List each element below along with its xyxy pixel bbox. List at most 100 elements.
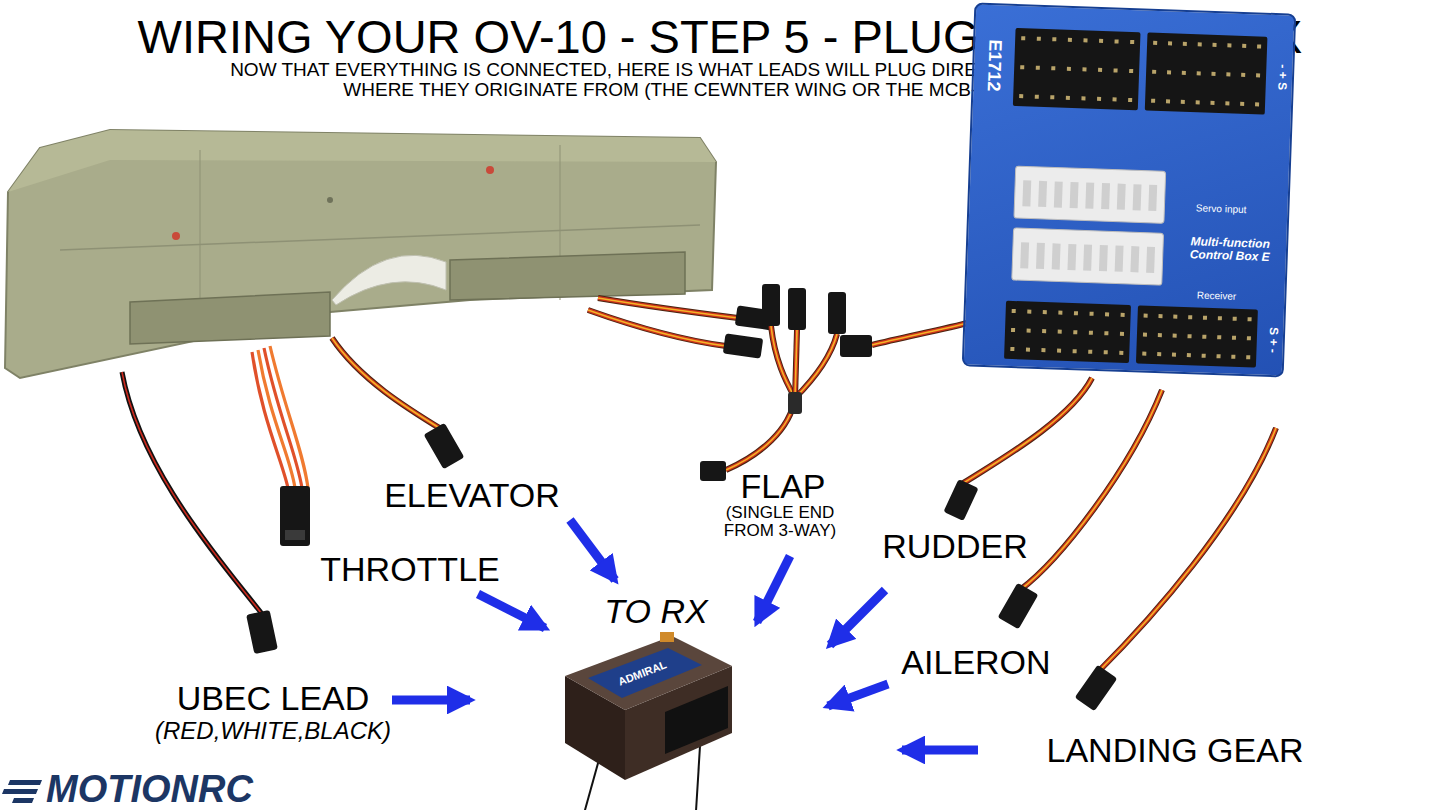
- pin: [1097, 97, 1101, 101]
- pin: [1088, 350, 1092, 354]
- pin: [1083, 38, 1087, 42]
- antenna: [580, 756, 600, 810]
- pointer-arrows-part: [478, 594, 545, 628]
- pin: [1227, 43, 1231, 47]
- box-output-leads-part: [962, 378, 1092, 484]
- pin: [1247, 317, 1251, 321]
- throttle-lead: [252, 346, 310, 546]
- y-harness-part: [726, 398, 795, 470]
- antenna-port: [660, 632, 674, 642]
- plug-slot: [1130, 246, 1139, 272]
- pin: [1119, 351, 1123, 355]
- plug-slot: [1133, 184, 1142, 210]
- plug-slot: [1146, 247, 1155, 273]
- lead-label: ELEVATOR: [384, 476, 560, 515]
- pin: [1021, 36, 1025, 40]
- flap-leads-part: [588, 310, 726, 346]
- pin: [1130, 40, 1134, 44]
- pin: [1167, 70, 1171, 74]
- y-harness: [700, 284, 846, 481]
- y-harness-part: [795, 334, 837, 398]
- box-lead-part: [872, 322, 972, 345]
- plug-slot: [1038, 181, 1047, 207]
- pin: [1144, 314, 1148, 318]
- plug-slot: [1083, 244, 1092, 270]
- pin: [1036, 66, 1040, 70]
- pin: [1037, 37, 1041, 41]
- flap-leads-part: [598, 298, 738, 318]
- center-wing-part: [327, 197, 333, 203]
- box-lead-part: [840, 335, 872, 357]
- pin: [1121, 313, 1125, 317]
- pin: [1210, 101, 1214, 105]
- target-label: TO RX: [604, 592, 707, 631]
- pin: [1182, 71, 1186, 75]
- center-wing: [5, 130, 716, 378]
- pin: [1187, 353, 1191, 357]
- pin: [1026, 348, 1030, 352]
- logo-speed-lines-part: [8, 780, 42, 785]
- pin: [1241, 73, 1245, 77]
- pin: [1074, 311, 1078, 315]
- ubec-lead-part: [246, 610, 278, 654]
- plug-slot: [1020, 242, 1029, 268]
- pin-header: [1136, 305, 1258, 367]
- ubec-lead-part: [122, 372, 262, 614]
- y-harness-part: [828, 292, 846, 334]
- pin: [1073, 349, 1077, 353]
- plug-slot: [1067, 244, 1076, 270]
- pin: [1010, 347, 1014, 351]
- pin: [1247, 336, 1251, 340]
- pin: [1157, 352, 1161, 356]
- pin: [1158, 314, 1162, 318]
- box-output-leads-part: [1098, 428, 1276, 672]
- pin: [1225, 101, 1229, 105]
- pin: [1256, 73, 1260, 77]
- pin: [1011, 328, 1015, 332]
- y-harness-part: [771, 326, 795, 398]
- pin: [1104, 350, 1108, 354]
- center-wing-part: [486, 166, 494, 174]
- y-harness-part: [700, 461, 726, 481]
- box-output-leads-part: [1020, 390, 1162, 590]
- pin: [1019, 94, 1023, 98]
- y-harness-part: [788, 288, 806, 330]
- pin: [1197, 71, 1201, 75]
- pin: [1081, 96, 1085, 100]
- lead-label: THROTTLE: [320, 550, 499, 589]
- elevator-lead-part: [332, 338, 446, 432]
- brand-logo: MOTIONRC: [46, 768, 253, 810]
- box-lead-part: [872, 322, 972, 345]
- servo-input-plug: [1012, 228, 1164, 285]
- pin: [1057, 349, 1061, 353]
- box-output-leads-part: [943, 479, 978, 521]
- pin: [1212, 43, 1216, 47]
- note: (RED,WHITE,BLACK): [155, 717, 391, 745]
- pin: [1112, 97, 1116, 101]
- pin: [1202, 335, 1206, 339]
- pin-header: [1004, 301, 1131, 363]
- box-output-leads-part: [1020, 390, 1162, 590]
- plug-slot: [1115, 246, 1124, 272]
- pin: [1120, 332, 1124, 336]
- pin: [1027, 310, 1031, 314]
- pin: [1231, 355, 1235, 359]
- pin: [1166, 99, 1170, 103]
- port-label: Servo input: [1196, 202, 1247, 215]
- pin: [1143, 333, 1147, 337]
- pin: [1181, 100, 1185, 104]
- lead-label: LANDING GEAR: [1047, 731, 1304, 770]
- pin: [1058, 311, 1062, 315]
- pin: [1196, 100, 1200, 104]
- box-output-leads-part: [1098, 428, 1276, 672]
- plug-slot: [1052, 243, 1061, 269]
- elevator-lead-part: [332, 338, 446, 432]
- pin: [1240, 102, 1244, 106]
- pin: [1042, 329, 1046, 333]
- ubec-lead: [122, 372, 278, 654]
- pin: [1020, 65, 1024, 69]
- plug-slot: [1036, 243, 1045, 269]
- box-lead-part: [872, 322, 972, 345]
- pin-legend: S + -: [1265, 327, 1280, 353]
